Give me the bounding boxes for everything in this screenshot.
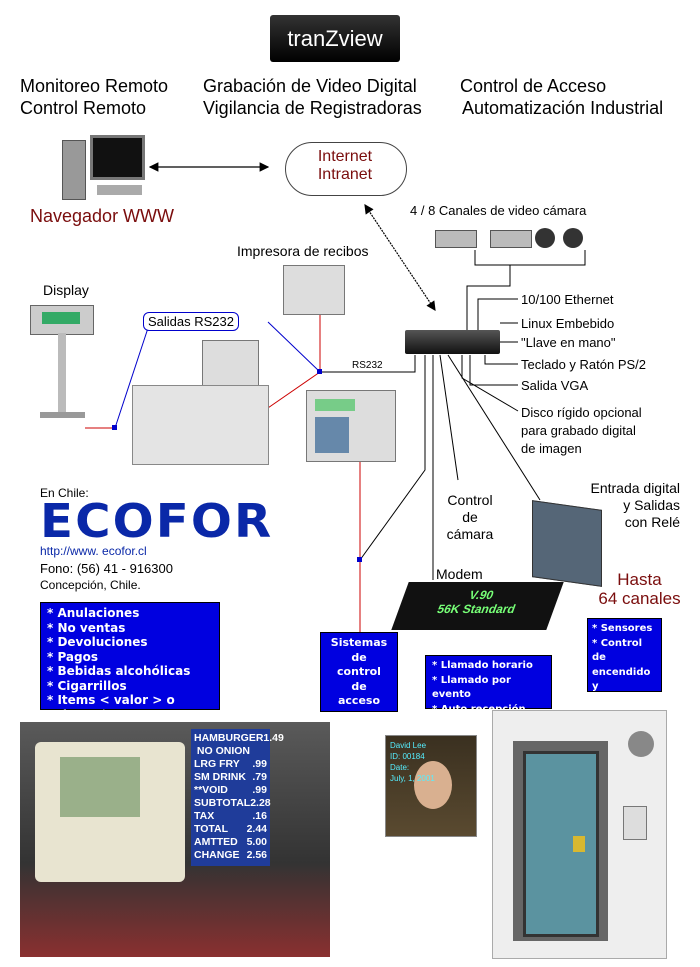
receipt-line: TOTAL 2.44	[194, 823, 267, 836]
company-phone: Fono: (56) 41 - 916300	[40, 561, 173, 576]
feature-linux: Linux Embebido	[521, 316, 615, 331]
receipt-price: 2.44	[246, 823, 267, 835]
relay-board-icon	[532, 500, 602, 587]
cloud-icon	[285, 142, 407, 196]
pos-register-photo	[20, 722, 330, 957]
header-industrial-automation: Automatización Industrial	[462, 98, 664, 118]
access-keypad-icon	[306, 390, 396, 462]
receipt-line: NO ONION	[194, 745, 267, 758]
receipt-line: SM DRINK .79	[194, 771, 267, 784]
receipt-item: TOTAL	[194, 823, 229, 835]
display-label: Display	[43, 282, 89, 298]
receipt-price: 5.00	[246, 836, 267, 848]
receipt-line: **VOID .99	[194, 784, 267, 797]
receipt-item: AMTTED	[194, 836, 238, 848]
modem-label: Modem	[436, 566, 483, 582]
dvr-unit-icon	[405, 330, 500, 354]
pole-display-icon	[30, 300, 95, 420]
receipt-item: HAMBURGER	[194, 732, 264, 744]
tranzview-logo: tranZview	[270, 15, 400, 62]
pos-events-box: * Anulaciones* No ventas* Devoluciones* …	[40, 602, 220, 722]
cameras-label: 4 / 8 Canales de video cámara	[410, 203, 587, 218]
receipt-line: AMTTED 5.00	[194, 836, 267, 849]
header-dvr: Grabación de Video Digital	[203, 76, 417, 96]
receipt-price: .79	[252, 771, 267, 783]
modem-features-box: * Llamado horario* Llamado por evento* A…	[425, 655, 552, 715]
receipt-item: TAX	[194, 810, 215, 822]
door-keypad-icon	[623, 806, 647, 840]
receipt-price: 2.28	[250, 797, 271, 809]
receipt-price: 1.49	[263, 732, 284, 744]
company-prefix: En Chile:	[40, 486, 89, 500]
header-remote-control: Control Remoto	[20, 98, 147, 118]
browser-label: Navegador WWW	[30, 206, 175, 226]
company-city: Concepción, Chile.	[40, 578, 141, 592]
feature-ps2: Teclado y Ratón PS/2	[521, 357, 647, 372]
header-register-surveillance: Vigilancia de Registradoras	[203, 98, 422, 118]
receipt-item: SUBTOTAL	[194, 797, 251, 809]
receipt-line: CHANGE 2.56	[194, 849, 267, 862]
camera-icons	[435, 226, 585, 250]
rs232-label: RS232	[352, 360, 383, 371]
receipt-price: .99	[252, 758, 267, 770]
dome-camera-icon	[628, 731, 654, 757]
receipt-item: LRG FRY	[194, 758, 240, 770]
printer-icon	[283, 265, 345, 315]
printer-label: Impresora de recibos	[237, 243, 369, 259]
feature-turnkey: "Llave en mano"	[521, 335, 616, 350]
receipt-price: 2.56	[246, 849, 267, 861]
receipt-line: LRG FRY .99	[194, 758, 267, 771]
pos-terminal-icon	[132, 340, 269, 465]
rs232-outputs-label: Salidas RS232	[143, 312, 239, 331]
receipt-line: TAX .16	[194, 810, 267, 823]
header-access-control: Control de Acceso	[460, 76, 607, 96]
company-url[interactable]: http://www. ecofor.cl	[40, 544, 147, 558]
receipt-price: .16	[252, 810, 267, 822]
receipt-item: CHANGE	[194, 849, 240, 861]
feature-ethernet: 10/100 Ethernet	[521, 292, 614, 307]
receipt-item: **VOID	[194, 784, 228, 796]
receipt-item: NO ONION	[194, 745, 251, 757]
vault-door-photo	[492, 710, 667, 959]
ecofor-logo: ECOFOR	[40, 494, 274, 548]
computer-icon	[62, 135, 147, 200]
receipt-price: .99	[252, 784, 267, 796]
header-remote-monitoring: Monitoreo Remoto	[20, 76, 169, 96]
feature-vga: Salida VGA	[521, 378, 589, 393]
receipt-item: SM DRINK	[194, 771, 246, 783]
